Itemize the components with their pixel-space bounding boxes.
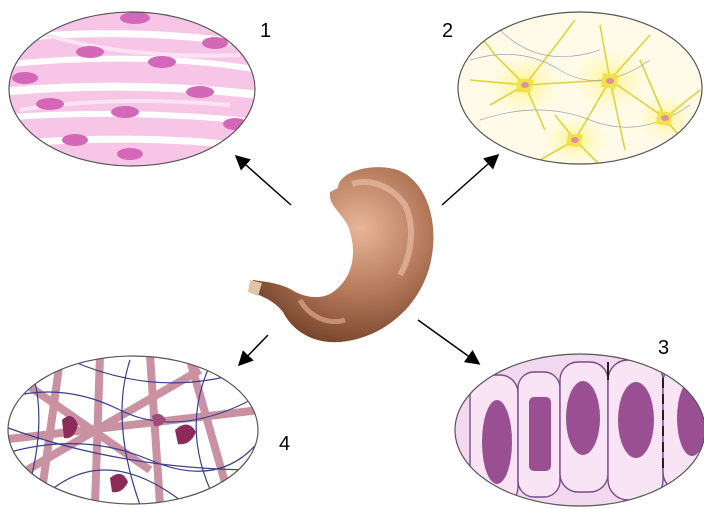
arrow-to-epithelial xyxy=(418,320,478,363)
arrow-to-nerve xyxy=(442,156,497,205)
label-4: 4 xyxy=(279,433,290,456)
stomach-organ-icon xyxy=(248,167,433,342)
epithelial-tissue-icon xyxy=(455,354,704,506)
nerve-tissue-icon xyxy=(458,12,702,165)
arrow-to-muscle xyxy=(237,157,291,205)
label-3: 3 xyxy=(658,337,669,360)
label-1: 1 xyxy=(260,20,271,43)
arrow-to-connective xyxy=(240,335,268,364)
label-2: 2 xyxy=(442,20,453,43)
connective-tissue-icon xyxy=(0,355,260,505)
muscle-tissue-icon xyxy=(0,12,260,166)
